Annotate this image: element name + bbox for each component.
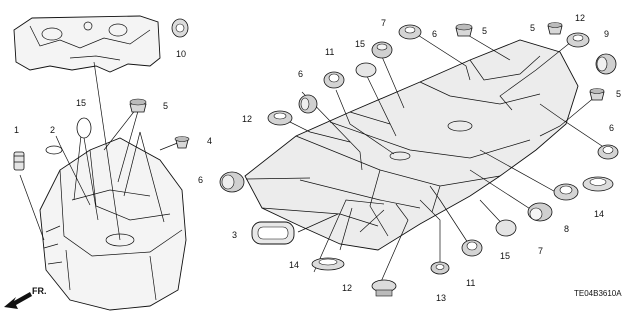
callout-7-bottom: 7: [538, 246, 543, 256]
plug-6-left: [219, 171, 245, 193]
callout-6-left: 6: [198, 175, 203, 185]
callout-5-left: 5: [163, 101, 168, 111]
callout-7-top: 7: [381, 18, 386, 28]
callout-14-right: 14: [594, 209, 604, 219]
callout-13: 13: [436, 293, 446, 303]
callout-12-left: 12: [242, 114, 252, 124]
callout-4: 4: [207, 136, 212, 146]
diagram-code: TE04B3610A: [574, 289, 622, 298]
callout-15-bottom: 15: [500, 251, 510, 261]
plug-13: [430, 261, 450, 275]
plug-5-top-right: [547, 22, 563, 35]
plug-5-right-lower: [589, 88, 605, 101]
plug-8: [553, 183, 579, 201]
direction-label: FR.: [32, 286, 47, 296]
callout-6-mid: 6: [298, 69, 303, 79]
front-direction-arrow: [4, 292, 32, 309]
plug-6-right-lower: [597, 144, 619, 160]
callout-2: 2: [50, 125, 55, 135]
plug-6-mid: [298, 94, 318, 114]
seal-2: [45, 145, 63, 155]
plug-1: [13, 151, 25, 171]
plug-11-top: [323, 71, 345, 89]
callout-5-top-center: 5: [482, 26, 487, 36]
plug-7-bottom: [527, 202, 553, 222]
floor-pan: [244, 39, 579, 251]
seal-15-bottom: [495, 219, 517, 237]
callout-14-left: 14: [289, 260, 299, 270]
callout-11-bottom: 11: [466, 278, 475, 288]
callout-9: 9: [604, 29, 609, 39]
plug-12-top-right: [566, 32, 590, 48]
plug-5-top-center: [455, 23, 473, 37]
callout-6-top: 6: [432, 29, 437, 39]
callout-11-top: 11: [325, 47, 334, 57]
callout-12-bottom: 12: [342, 283, 352, 293]
leader-lines: [19, 29, 609, 285]
callout-5-right: 5: [616, 89, 621, 99]
plug-14-right: [582, 176, 614, 192]
plug-7-top: [371, 41, 393, 59]
seal-15-top: [355, 62, 377, 78]
callout-1: 1: [14, 125, 19, 135]
plug-11-bottom: [461, 239, 483, 257]
callout-12-top-right: 12: [575, 13, 585, 23]
callout-8: 8: [564, 224, 569, 234]
plug-10: [171, 18, 189, 38]
dash-panel: [13, 15, 161, 73]
plug-5-left: [129, 98, 147, 113]
callout-3: 3: [232, 230, 237, 240]
front-body: [39, 137, 187, 311]
plug-12-bottom: [371, 279, 397, 297]
callout-6-right: 6: [609, 123, 614, 133]
callout-15-top: 15: [355, 39, 365, 49]
callout-10: 10: [176, 49, 186, 59]
plug-9: [595, 53, 617, 75]
callout-5-top-right: 5: [530, 23, 535, 33]
seal-15-left: [76, 117, 92, 139]
plug-14-left: [311, 257, 345, 271]
plug-6-top: [398, 24, 422, 40]
plug-4: [174, 136, 190, 149]
plug-12-left: [267, 110, 293, 126]
callout-15-left: 15: [76, 98, 86, 108]
grommet-3: [251, 221, 295, 245]
